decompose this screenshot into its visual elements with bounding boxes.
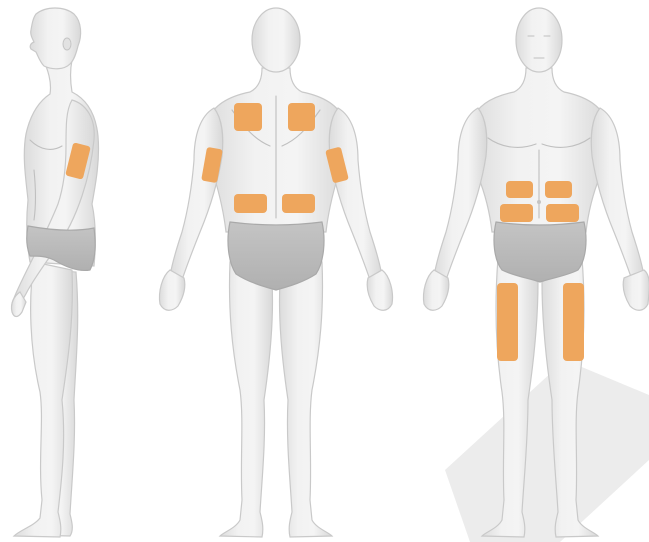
back-right-leg (279, 262, 332, 537)
zone-back-flank-left[interactable] (234, 194, 267, 213)
zone-front-abdomen-upper-right[interactable] (506, 181, 533, 198)
back-head (252, 8, 300, 72)
side-head (30, 8, 80, 69)
back-right-hand (367, 270, 392, 310)
front-left-hand (623, 270, 649, 310)
front-right-hand (423, 270, 448, 310)
zone-back-upper-left[interactable] (234, 103, 262, 131)
front-head (516, 8, 562, 72)
zone-front-abdomen-lower-right[interactable] (500, 204, 533, 222)
front-left-arm (591, 108, 644, 280)
zone-front-thigh-left[interactable] (563, 283, 584, 361)
zone-front-thigh-right[interactable] (497, 283, 518, 361)
zone-back-flank-right[interactable] (282, 194, 315, 213)
side-ear (63, 38, 71, 50)
figure-side-view (11, 8, 98, 537)
back-left-arm (170, 108, 223, 280)
zone-front-abdomen-upper-left[interactable] (545, 181, 572, 198)
front-briefs (494, 222, 586, 282)
figure-back-view (159, 8, 392, 537)
back-left-leg (220, 262, 273, 537)
zone-back-upper-right[interactable] (288, 103, 315, 131)
front-right-arm (434, 108, 487, 280)
front-navel (537, 200, 541, 204)
back-right-arm (329, 108, 382, 280)
back-left-hand (159, 270, 184, 310)
zone-front-abdomen-lower-left[interactable] (546, 204, 579, 222)
watermark-stripe (445, 360, 649, 542)
